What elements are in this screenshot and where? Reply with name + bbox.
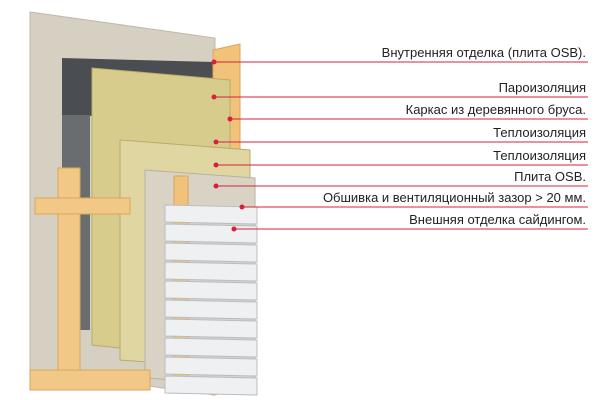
siding-panel — [164, 204, 258, 396]
leader-dot — [231, 226, 237, 232]
layer-label-battens: Обшивка и вентиляционный зазор > 20 мм. — [322, 190, 586, 205]
leader-dot — [239, 204, 245, 210]
layer-label-insulation-2: Теплоизоляция — [493, 148, 586, 163]
layer-label-insulation-1: Теплоизоляция — [493, 125, 586, 140]
layer-label-inner-osb: Внутренняя отделка (плита OSB). — [381, 45, 586, 60]
siding-board — [164, 280, 258, 301]
layer-label-outer-osb: Плита OSB. — [514, 169, 586, 184]
bottom-plate — [29, 369, 151, 391]
left-crossbar — [34, 197, 131, 215]
leader-dot — [211, 94, 217, 100]
leader-lines — [211, 59, 588, 232]
siding-board — [164, 299, 258, 320]
leader-dot — [227, 116, 233, 122]
leader-dot — [213, 139, 219, 145]
layer-label-vapor-barrier: Пароизоляция — [498, 80, 586, 95]
leader-dot — [213, 183, 219, 189]
leader-dot — [211, 59, 217, 65]
layer-label-siding: Внешняя отделка сайдингом. — [409, 212, 586, 227]
siding-board — [164, 204, 258, 225]
siding-board — [164, 356, 258, 377]
siding-board — [164, 337, 258, 358]
siding-board — [164, 261, 258, 282]
leader-dot — [213, 162, 219, 168]
siding-board — [164, 242, 258, 263]
layer-label-timber-frame: Каркас из деревянного бруса. — [405, 102, 586, 117]
siding-board — [164, 375, 258, 396]
siding-board — [164, 223, 258, 244]
siding-board — [164, 318, 258, 339]
